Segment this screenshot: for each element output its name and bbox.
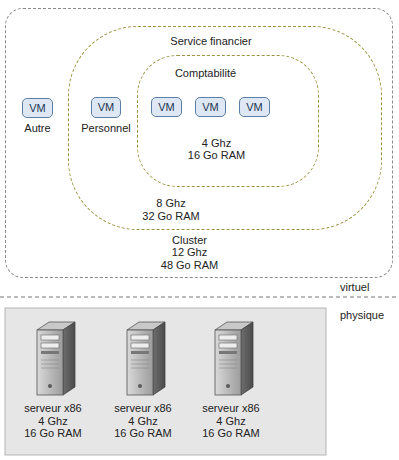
vm-node: VM: [239, 97, 270, 122]
layer-label: physique: [340, 309, 384, 322]
text-line: 48 Go RAM: [161, 259, 218, 272]
server-node: serveur x86 4 Ghz 16 Go RAM: [24, 402, 81, 440]
resource-label: 4 Ghz 16 Go RAM: [188, 137, 245, 162]
resource-label: 8 Ghz 32 Go RAM: [142, 197, 199, 222]
text-line: 16 Go RAM: [24, 427, 81, 440]
server-label: serveur x86 4 Ghz 16 Go RAM: [114, 402, 171, 440]
vm-box: VM: [22, 98, 53, 119]
text-line: 16 Go RAM: [188, 149, 245, 162]
vm-box: VM: [195, 97, 226, 118]
vm-label: Autre: [24, 122, 50, 135]
text-line: 32 Go RAM: [142, 210, 199, 223]
department-region: Service financier 8 Ghz 32 Go RAM VM Person…: [68, 26, 382, 230]
text-line: 16 Go RAM: [114, 427, 171, 440]
server-node: serveur x86 4 Ghz 16 Go RAM: [114, 402, 171, 440]
region-title: Cluster 12 Ghz 48 Go RAM: [161, 234, 218, 272]
region-title: Service financier: [170, 35, 251, 48]
text-line: serveur x86: [114, 402, 171, 415]
vm-node: VM: [195, 97, 226, 122]
text-line: 12 Ghz: [161, 246, 218, 259]
vm-box: VM: [151, 97, 182, 118]
server-icon: [215, 322, 253, 395]
server-label: serveur x86 4 Ghz 16 Go RAM: [202, 402, 259, 440]
text-line: serveur x86: [202, 402, 259, 415]
server-node: serveur x86 4 Ghz 16 Go RAM: [202, 402, 259, 440]
vm-node: VM Autre: [22, 98, 53, 135]
text-line: 4 Ghz: [114, 415, 171, 428]
department-region: Comptabilité 4 Ghz 16 Go RAM VM VM VM: [137, 55, 319, 187]
server-icon: [37, 322, 75, 395]
text-line: Cluster: [161, 234, 218, 247]
separator-line: [0, 297, 399, 298]
region-title: Comptabilité: [175, 67, 236, 80]
text-line: 4 Ghz: [202, 415, 259, 428]
vm-box: VM: [91, 97, 122, 118]
vm-label: Personnel: [81, 122, 131, 135]
server-icon: [127, 322, 165, 395]
text-line: 4 Ghz: [24, 415, 81, 428]
vm-node: VM Personnel: [81, 97, 131, 134]
text-line: 4 Ghz: [188, 137, 245, 150]
text-line: 8 Ghz: [142, 197, 199, 210]
physical-panel: [5, 308, 326, 455]
layer-label: virtuel: [340, 281, 369, 294]
vm-box: VM: [239, 97, 270, 118]
cluster-region: Cluster 12 Ghz 48 Go RAM VM Autre Service f…: [5, 8, 393, 278]
vm-node: VM: [151, 97, 182, 122]
text-line: serveur x86: [24, 402, 81, 415]
server-label: serveur x86 4 Ghz 16 Go RAM: [24, 402, 81, 440]
text-line: 16 Go RAM: [202, 427, 259, 440]
